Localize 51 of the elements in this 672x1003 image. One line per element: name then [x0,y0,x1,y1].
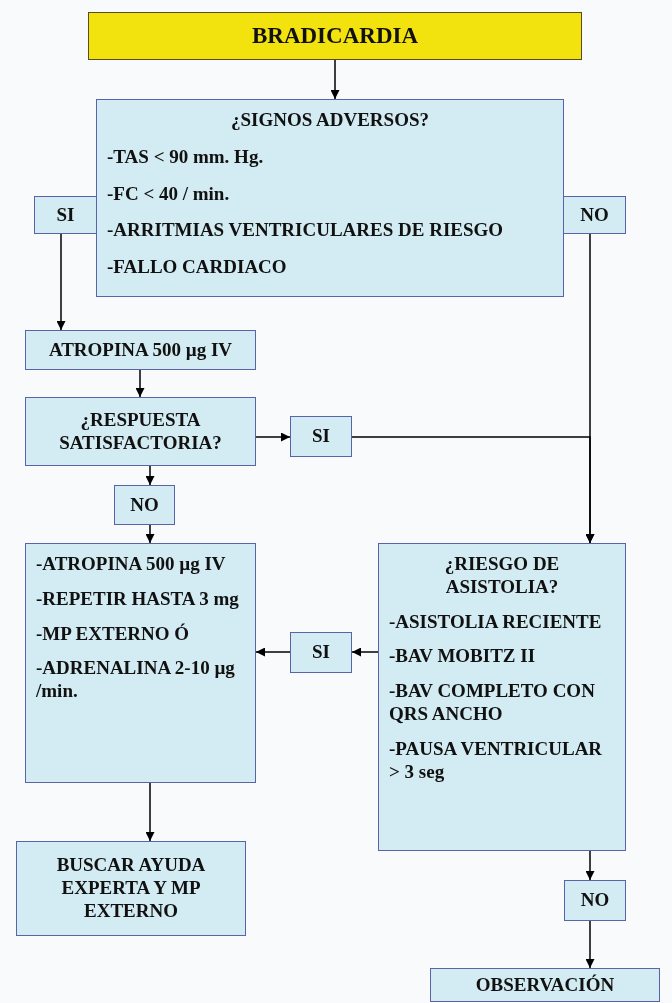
arrow [585,920,595,969]
arrow [145,782,155,842]
process-box [564,880,626,921]
list-item-text: -REPETIR HASTA 3 mg [36,587,240,611]
box-text: NO [579,889,611,912]
process-box [16,841,246,936]
arrow [351,647,379,657]
arrow [585,850,595,881]
process-box [563,196,626,234]
list-item-text: -BAV MOBITZ II [389,645,537,669]
box-text: NO [129,493,160,517]
process-box [25,397,256,466]
arrow [56,233,66,331]
process-box [290,416,352,457]
process-box [88,12,582,60]
list-item-text: -FALLO CARDIACO [107,256,288,279]
box-text: SI [311,641,331,664]
question-text: ¿RIESGO DE ASISTOLIA? [443,553,561,599]
list-item-text: -PAUSA VENTRICULAR > 3 seg [389,737,604,784]
list-item-text: -ADRENALINA 2-10 µg /min. [36,657,236,703]
arrow [145,524,155,544]
arrow [255,432,291,442]
process-box [430,968,660,1002]
list-item-text: -BAV COMPLETO CON QRS ANCHO [389,680,596,726]
arrow [145,465,155,486]
box-text: BUSCAR AYUDA EXPERTA Y MP EXTERNO [55,854,207,923]
arrow [135,369,145,398]
list-item-text: -ATROPINA 500 µg IV [36,553,227,576]
process-box [378,543,626,851]
process-box [34,196,97,234]
process-box [25,543,256,783]
process-box [25,330,256,370]
question-text: ¿SIGNOS ADVERSOS? [230,109,430,132]
box-text: ¿RESPUESTA SATISFACTORIA? [58,408,223,455]
process-box [290,632,352,673]
arrow [351,436,595,544]
arrow [330,59,340,100]
box-text: OBSERVACIÓN [474,973,616,997]
box-text: BRADICARDIA [250,22,420,50]
box-text: SI [55,203,76,227]
list-item-text: -ARRITMIAS VENTRICULARES DE RIESGO [107,219,505,243]
list-item-text: -TAS < 90 mm. Hg. [107,145,265,169]
process-box [114,485,175,525]
arrow [255,647,291,657]
list-item-text: -FC < 40 / min. [107,182,231,206]
box-text: NO [579,203,610,227]
box-text: SI [311,425,331,448]
process-box [96,99,564,297]
box-text: ATROPINA 500 µg IV [47,338,234,362]
list-item-text: -ASISTOLIA RECIENTE [389,610,603,634]
list-item-text: -MP EXTERNO Ó [36,622,191,646]
